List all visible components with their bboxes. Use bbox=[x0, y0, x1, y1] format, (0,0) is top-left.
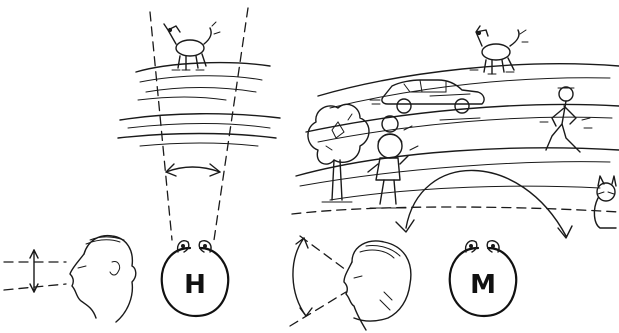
brain-m: M bbox=[450, 241, 516, 316]
man-head bbox=[70, 236, 136, 322]
brain-m-letter: M bbox=[470, 270, 496, 300]
tree bbox=[308, 104, 369, 202]
woman-head bbox=[344, 241, 411, 330]
wide-angle-arc bbox=[290, 236, 346, 326]
right-panel-wide-vision: M bbox=[290, 26, 619, 330]
brain-h: H bbox=[162, 241, 228, 316]
attention-sweep-arrows bbox=[396, 170, 572, 238]
eye-gaze-arrow bbox=[4, 250, 66, 292]
cat bbox=[594, 176, 616, 228]
narrow-road-lines bbox=[118, 63, 280, 146]
narrow-angle-arrow bbox=[166, 164, 220, 176]
brain-h-letter: H bbox=[184, 270, 206, 300]
jogger bbox=[540, 87, 592, 152]
left-panel-narrow-vision: H bbox=[4, 8, 280, 322]
